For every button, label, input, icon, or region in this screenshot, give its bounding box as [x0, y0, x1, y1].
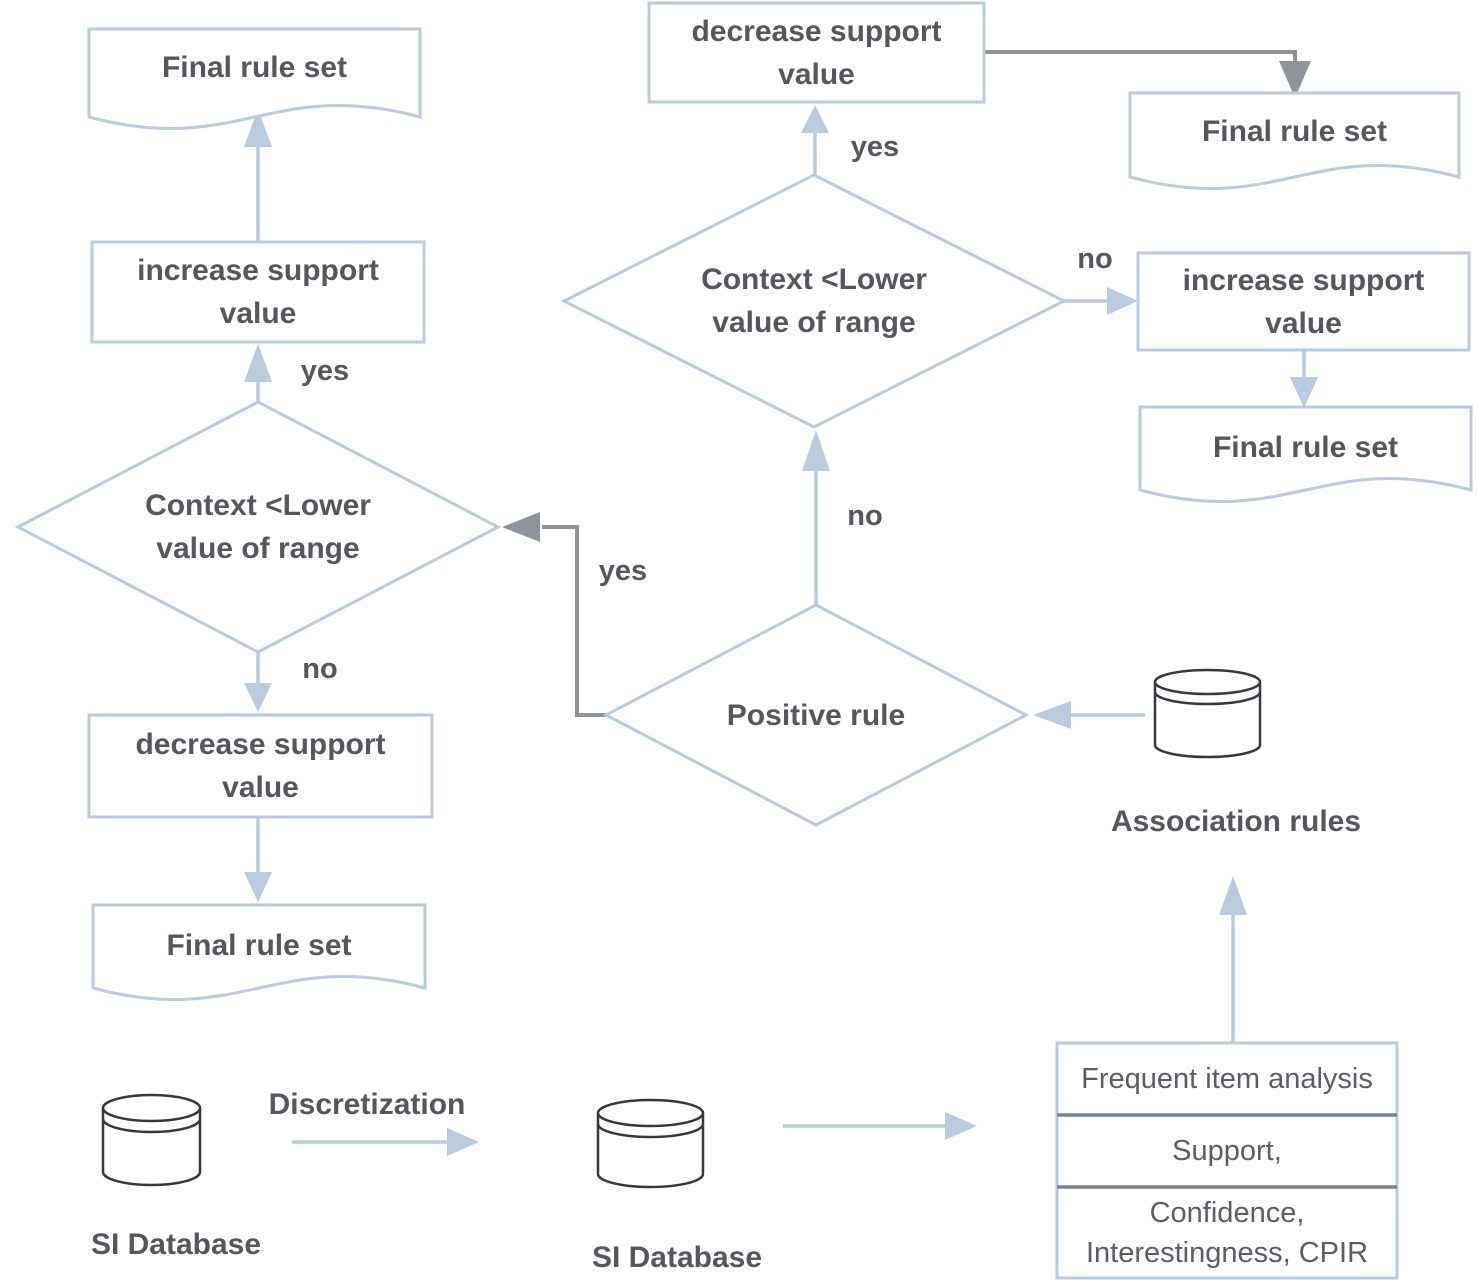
arrowhead-up-icon	[1219, 876, 1247, 915]
arrowhead-up-icon	[244, 109, 272, 147]
arrowhead-down-icon	[244, 683, 272, 712]
arrowhead-down-icon	[1290, 377, 1318, 408]
connector-positive-yes-path	[542, 525, 606, 717]
arrowhead-down-icon	[244, 872, 272, 902]
final-rule-set-doc-bottom-left	[91, 903, 427, 1002]
increase-support-box-left	[90, 240, 426, 344]
arrowhead-down-icon	[1279, 61, 1311, 98]
database-icon	[596, 1098, 705, 1189]
database-icon	[101, 1093, 202, 1187]
arrowhead-left-icon	[502, 512, 540, 542]
arrowhead-left-icon	[1033, 701, 1071, 729]
decrease-support-box-top	[647, 1, 986, 104]
database-icon	[1153, 668, 1262, 759]
final-rule-set-doc-right	[1138, 405, 1473, 504]
positive-rule-diamond	[602, 603, 1030, 827]
final-rule-set-doc-top-left	[87, 27, 422, 131]
arrowhead-up-icon	[801, 105, 829, 133]
arrowhead-right-icon	[945, 1112, 977, 1140]
decrease-support-box-left	[87, 713, 434, 819]
arrowhead-right-icon	[447, 1128, 479, 1156]
arrowhead-up-icon	[802, 430, 830, 471]
connector-decrease-top-to-doc	[984, 50, 1297, 61]
context-lower-diamond-left	[14, 400, 502, 654]
final-rule-set-doc-top-right	[1128, 91, 1461, 191]
increase-support-box-right	[1136, 251, 1471, 352]
arrowhead-up-icon	[244, 344, 272, 382]
arrowhead-right-icon	[1107, 287, 1138, 315]
context-lower-diamond-mid	[560, 173, 1068, 429]
frequent-item-table-box	[1055, 1041, 1399, 1280]
